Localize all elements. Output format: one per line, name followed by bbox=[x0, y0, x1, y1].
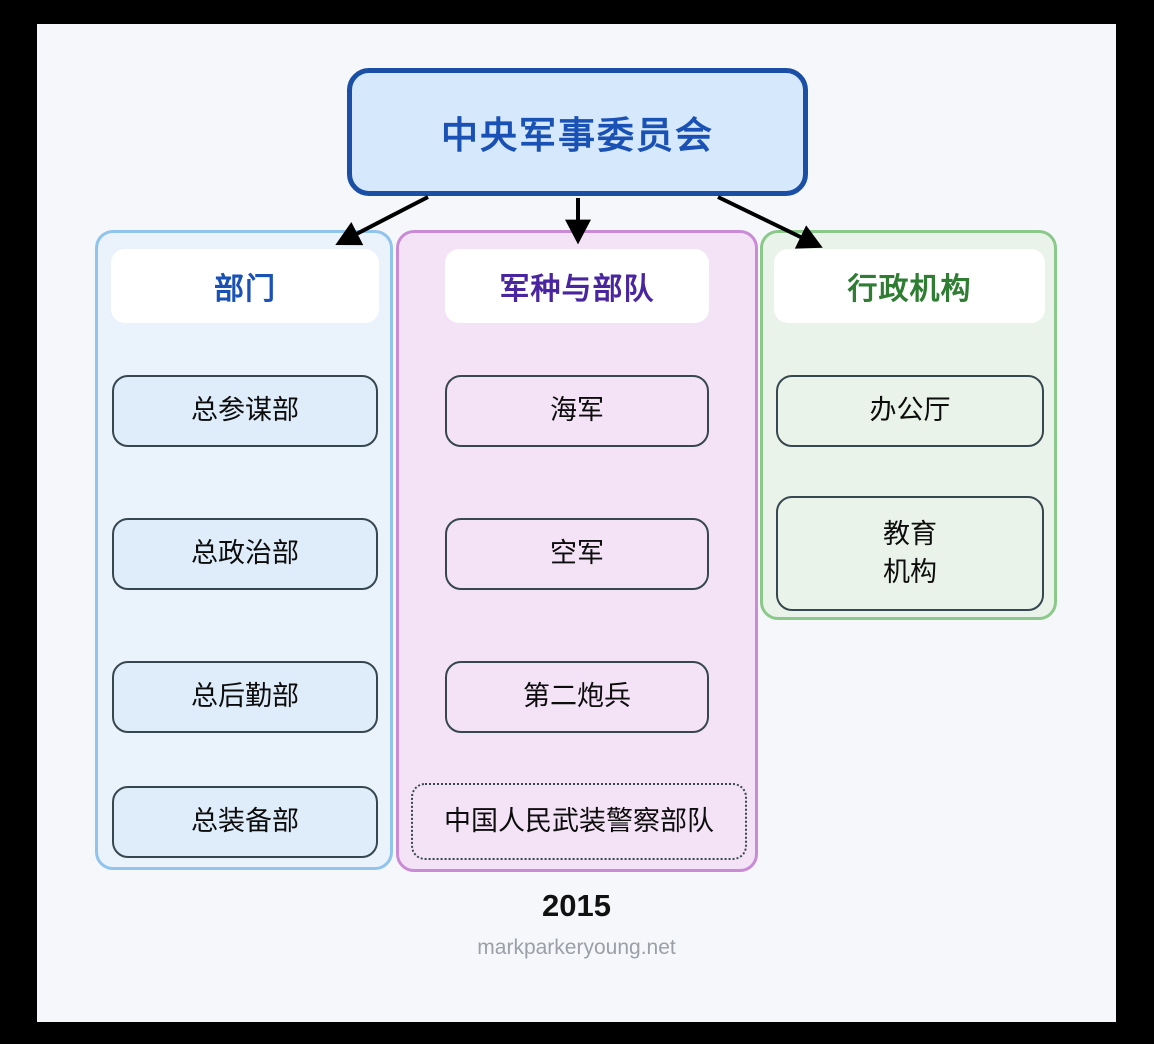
panel-services-forces-header: 军种与部队 bbox=[445, 249, 709, 323]
node-general-staff-dept: 总参谋部 bbox=[112, 375, 378, 447]
root-node: 中央军事委员会 bbox=[347, 68, 808, 196]
panel-admin-organs: 行政机构 办公厅 教育 机构 bbox=[760, 230, 1057, 620]
root-node-label: 中央军事委员会 bbox=[441, 115, 714, 156]
panel-departments: 部门 总参谋部 总政治部 总后勤部 总装备部 bbox=[95, 230, 393, 870]
panel-services-forces-title: 军种与部队 bbox=[499, 273, 655, 306]
panel-admin-organs-header: 行政机构 bbox=[774, 249, 1045, 323]
panel-services-forces: 军种与部队 海军 空军 第二炮兵 中国人民武装警察部队 bbox=[396, 230, 758, 872]
caption-credit: markparkeryoung.net bbox=[477, 936, 676, 959]
node-education-institutions: 教育 机构 bbox=[776, 496, 1044, 611]
panel-admin-organs-title: 行政机构 bbox=[847, 273, 972, 306]
node-general-office: 办公厅 bbox=[776, 375, 1044, 447]
panel-departments-header: 部门 bbox=[111, 249, 379, 323]
node-air-force: 空军 bbox=[445, 518, 709, 590]
node-general-political-dept: 总政治部 bbox=[112, 518, 378, 590]
panel-departments-title: 部门 bbox=[214, 273, 276, 306]
diagram-canvas: 中央军事委员会 部门 总参谋部 总政治部 总后勤部 总装备部 军种与部队 海军 … bbox=[37, 24, 1116, 1022]
node-general-logistics-dept: 总后勤部 bbox=[112, 661, 378, 733]
node-navy: 海军 bbox=[445, 375, 709, 447]
node-general-armaments-dept: 总装备部 bbox=[112, 786, 378, 858]
node-armed-police: 中国人民武装警察部队 bbox=[411, 783, 747, 860]
caption-year: 2015 bbox=[542, 888, 611, 923]
node-second-artillery: 第二炮兵 bbox=[445, 661, 709, 733]
